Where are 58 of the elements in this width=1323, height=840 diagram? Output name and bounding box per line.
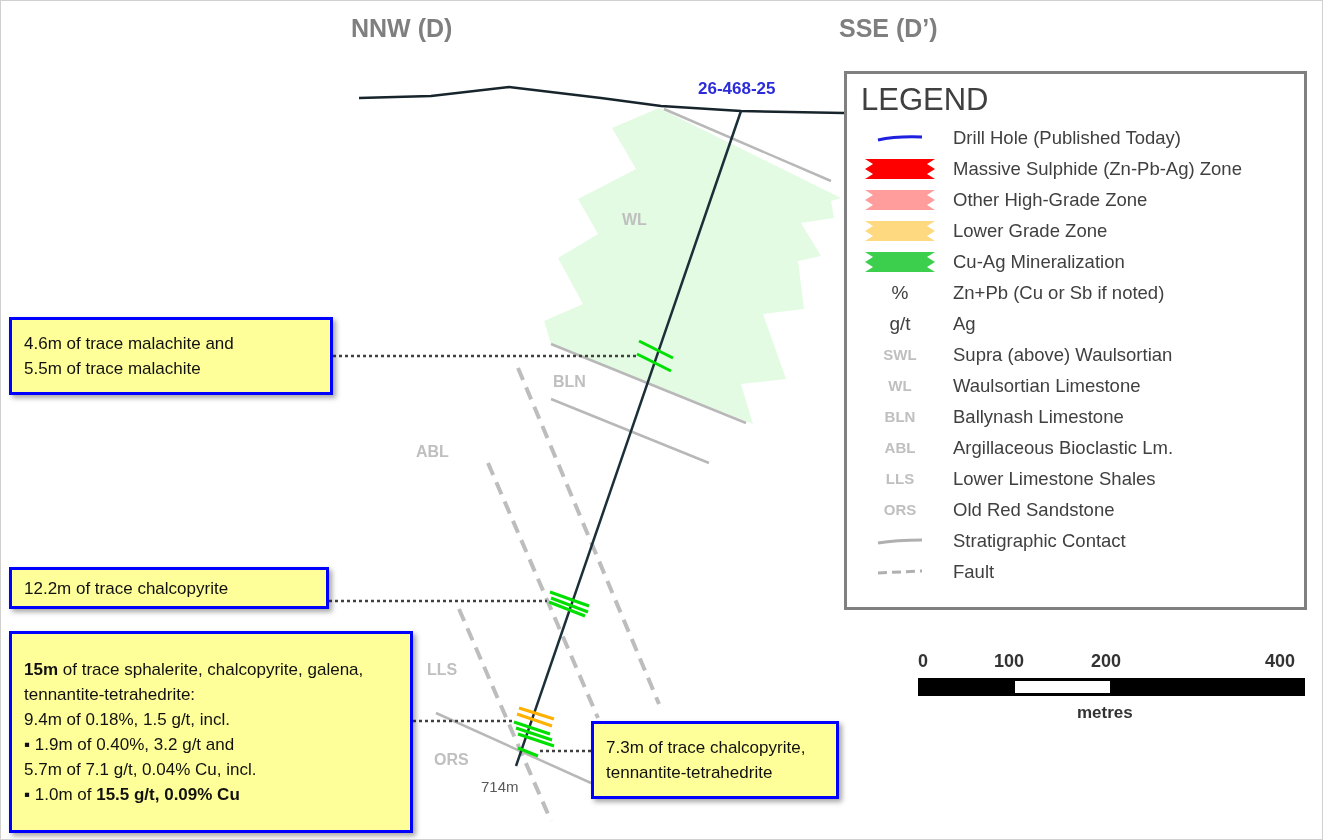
callout-box <box>9 567 329 609</box>
legend-title: LEGEND <box>861 82 989 118</box>
unit-code: BLN <box>884 408 916 425</box>
unit-code: LLS <box>885 470 915 487</box>
leader-line <box>540 749 591 753</box>
scale-unit: metres <box>1077 703 1133 723</box>
callout-text: 15m of trace sphalerite, chalcopyrite, galena, tennantite-tetrahedrite: <box>24 659 365 706</box>
callout-text: 5.7m of 7.1 g/t, 0.04% Cu, incl. <box>24 759 258 781</box>
legend-text: Waulsortian Limestone <box>953 374 1141 397</box>
leader-line <box>413 719 512 723</box>
unit-code: ORS <box>883 501 917 518</box>
legend-text: Massive Sulphide (Zn-Pb-Ag) Zone <box>953 157 1242 180</box>
unit-label: LLS <box>427 661 458 679</box>
legend-text: Ag <box>953 312 976 335</box>
scale-number: 400 <box>1265 651 1296 672</box>
callout-box <box>591 721 839 799</box>
callout-text: 7.3m of trace chalcopyrite, tennantite-tetrahedrite <box>606 737 807 784</box>
legend-text: Stratigraphic Contact <box>953 529 1126 552</box>
legend-text: Fault <box>953 560 995 583</box>
callout-text: 12.2m of trace chalcopyrite <box>24 577 230 600</box>
leader-line <box>329 599 547 603</box>
legend-text: Other High-Grade Zone <box>953 188 1148 211</box>
scale-number: 0 <box>918 651 928 672</box>
callout-text: ▪ 1.9m of 0.40%, 3.2 g/t and <box>24 734 236 756</box>
unit-label: ORS <box>434 751 469 769</box>
intercept-mark <box>516 746 540 758</box>
unit-code: SWL <box>883 346 917 363</box>
section-direction: NNW (D) <box>351 14 453 43</box>
leader-line <box>333 354 636 358</box>
unit-code: ABL <box>884 439 916 456</box>
intercept-mark <box>636 339 676 373</box>
legend-text: Supra (above) Waulsortian <box>953 343 1173 366</box>
section-direction: SSE (D’) <box>839 14 938 43</box>
depth-label: 714m <box>481 778 519 795</box>
callout-box <box>9 317 333 395</box>
callout-box <box>9 631 413 833</box>
scale-number: 100 <box>994 651 1025 672</box>
callout-text: 9.4m of 0.18%, 1.5 g/t, incl. <box>24 709 231 731</box>
intercept-mark <box>512 706 556 748</box>
legend-text: Drill Hole (Published Today) <box>953 126 1181 149</box>
unit-label: BLN <box>553 373 586 391</box>
unit-label: WL <box>622 211 647 229</box>
legend-text: Ballynash Limestone <box>953 405 1124 428</box>
legend-text: Lower Grade Zone <box>953 219 1108 242</box>
callout-text: ▪ 1.0m of 15.5 g/t, 0.09% Cu <box>24 784 241 806</box>
unit-symbol: g/t <box>889 312 911 335</box>
unit-symbol: % <box>891 281 909 304</box>
hole-label: 26-468-25 <box>698 79 776 99</box>
legend-text: Lower Limestone Shales <box>953 467 1156 490</box>
legend-text: Old Red Sandstone <box>953 498 1115 521</box>
legend-text: Zn+Pb (Cu or Sb if noted) <box>953 281 1165 304</box>
legend-text: Argillaceous Bioclastic Lm. <box>953 436 1174 459</box>
intercept-mark <box>547 589 591 619</box>
scale-number: 200 <box>1091 651 1122 672</box>
unit-label: ABL <box>416 443 449 461</box>
callout-text: 4.6m of trace malachite and 5.5m of trace malachite <box>24 333 235 380</box>
legend-text: Cu-Ag Mineralization <box>953 250 1125 273</box>
unit-code: WL <box>888 377 912 394</box>
